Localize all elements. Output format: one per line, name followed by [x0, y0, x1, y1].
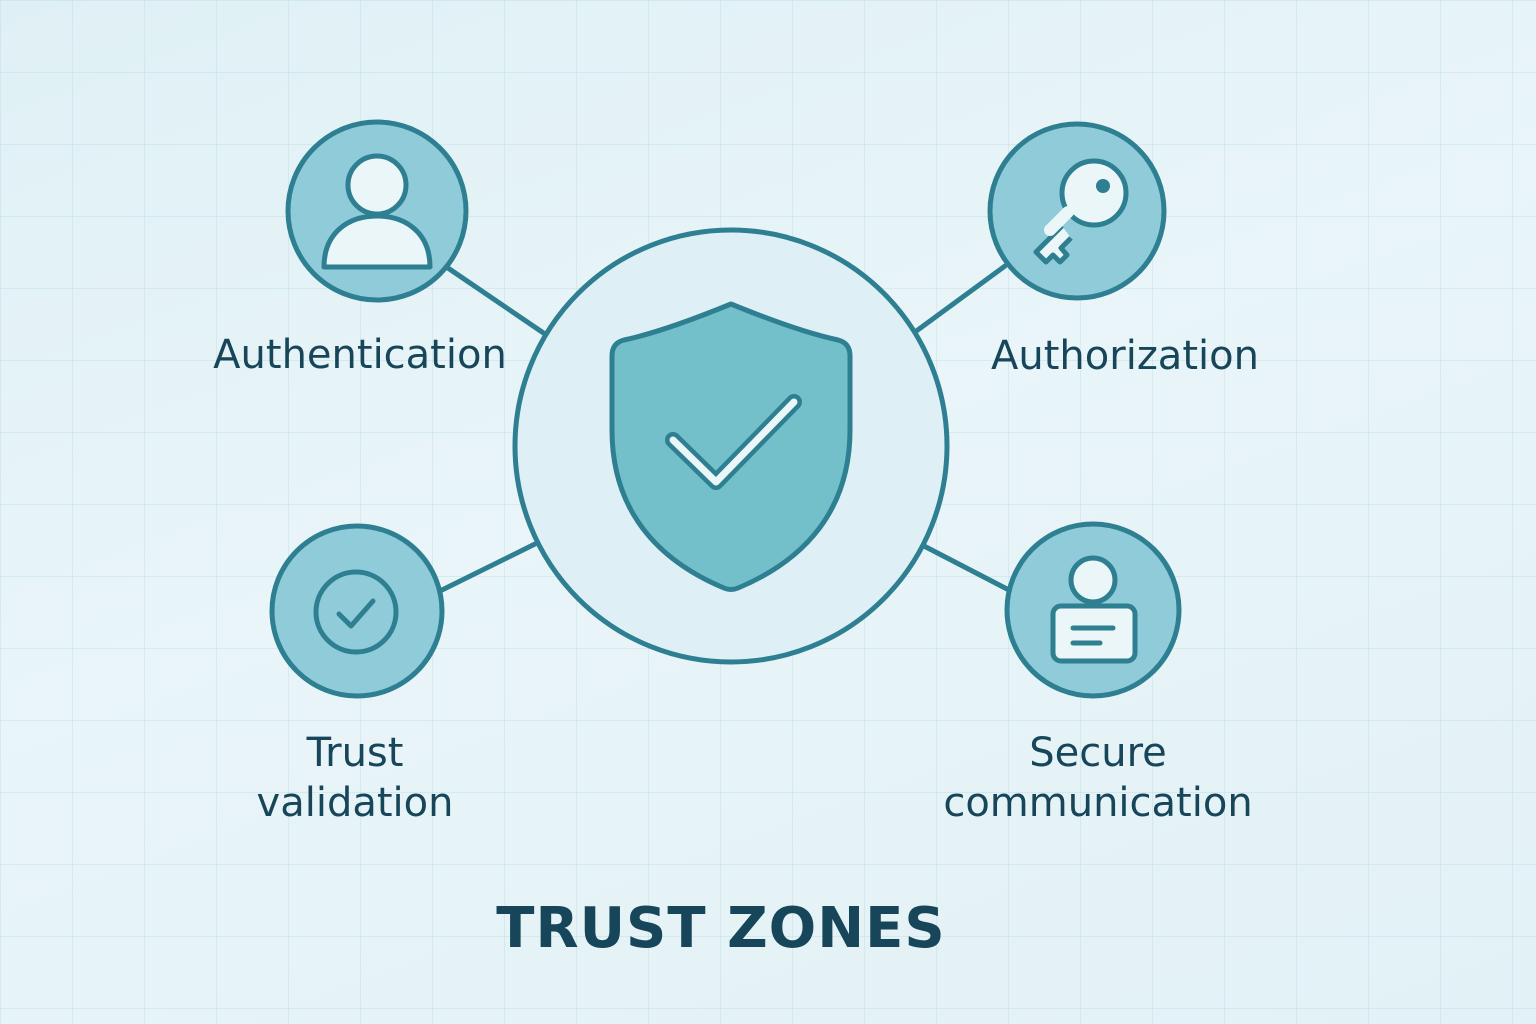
- secure-communication-node: [1004, 521, 1182, 699]
- user-icon: [321, 153, 433, 270]
- authentication-node: [285, 119, 469, 303]
- secure-communication-label-line-1: Secure: [1029, 730, 1167, 776]
- connector-authorization: [912, 263, 1008, 335]
- authorization-node: [987, 121, 1167, 301]
- secure-communication-label-line-2: communication: [943, 780, 1253, 826]
- authorization-label: Authorization: [991, 333, 1259, 379]
- trust-validation-label-line-2: validation: [256, 780, 454, 826]
- trust-validation-node: [269, 523, 445, 699]
- connector-authentication: [442, 263, 548, 337]
- connector-secure-communication: [921, 543, 1010, 592]
- check-circle-icon: [313, 569, 399, 655]
- secure-communication-label: Secure communication: [923, 728, 1273, 828]
- authentication-label: Authentication: [213, 332, 507, 378]
- trust-validation-label: Trust validation: [205, 728, 505, 828]
- trust-validation-label-line-1: Trust: [306, 730, 404, 776]
- shield-check-icon: [609, 301, 853, 592]
- connectors: [439, 263, 1010, 593]
- id-badge-icon: [1050, 555, 1138, 664]
- diagram-title: TRUST ZONES: [496, 896, 946, 961]
- connector-trust-validation: [439, 541, 538, 593]
- key-icon: [1033, 158, 1129, 265]
- center-node: [512, 227, 950, 665]
